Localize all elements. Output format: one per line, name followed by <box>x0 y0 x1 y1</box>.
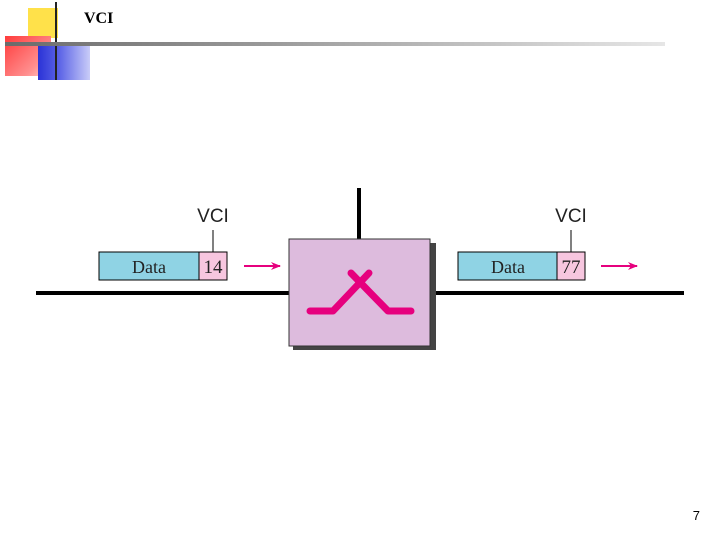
slide-title: VCI <box>84 10 114 27</box>
incoming-data-label: Data <box>132 257 166 277</box>
decorative-yellow-square <box>28 8 58 38</box>
incoming-vci-field <box>198 251 228 281</box>
outgoing-vci-value: 77 <box>562 257 581 278</box>
outgoing-packet: Data 77 VCI <box>457 206 587 281</box>
decorative-blue-square <box>38 44 90 80</box>
switch-internal-path <box>306 269 415 315</box>
decorative-vertical-line <box>55 2 57 80</box>
page-number: 7 <box>692 508 700 523</box>
title-underline <box>5 42 665 46</box>
outgoing-vci-label: VCI <box>555 206 587 227</box>
incoming-packet: Data 14 VCI <box>98 206 229 281</box>
outgoing-data-label: Data <box>491 257 525 277</box>
switch-box <box>288 238 431 347</box>
incoming-vci-value: 14 <box>204 257 224 278</box>
outgoing-vci-field <box>556 251 586 281</box>
incoming-vci-label: VCI <box>197 206 229 227</box>
